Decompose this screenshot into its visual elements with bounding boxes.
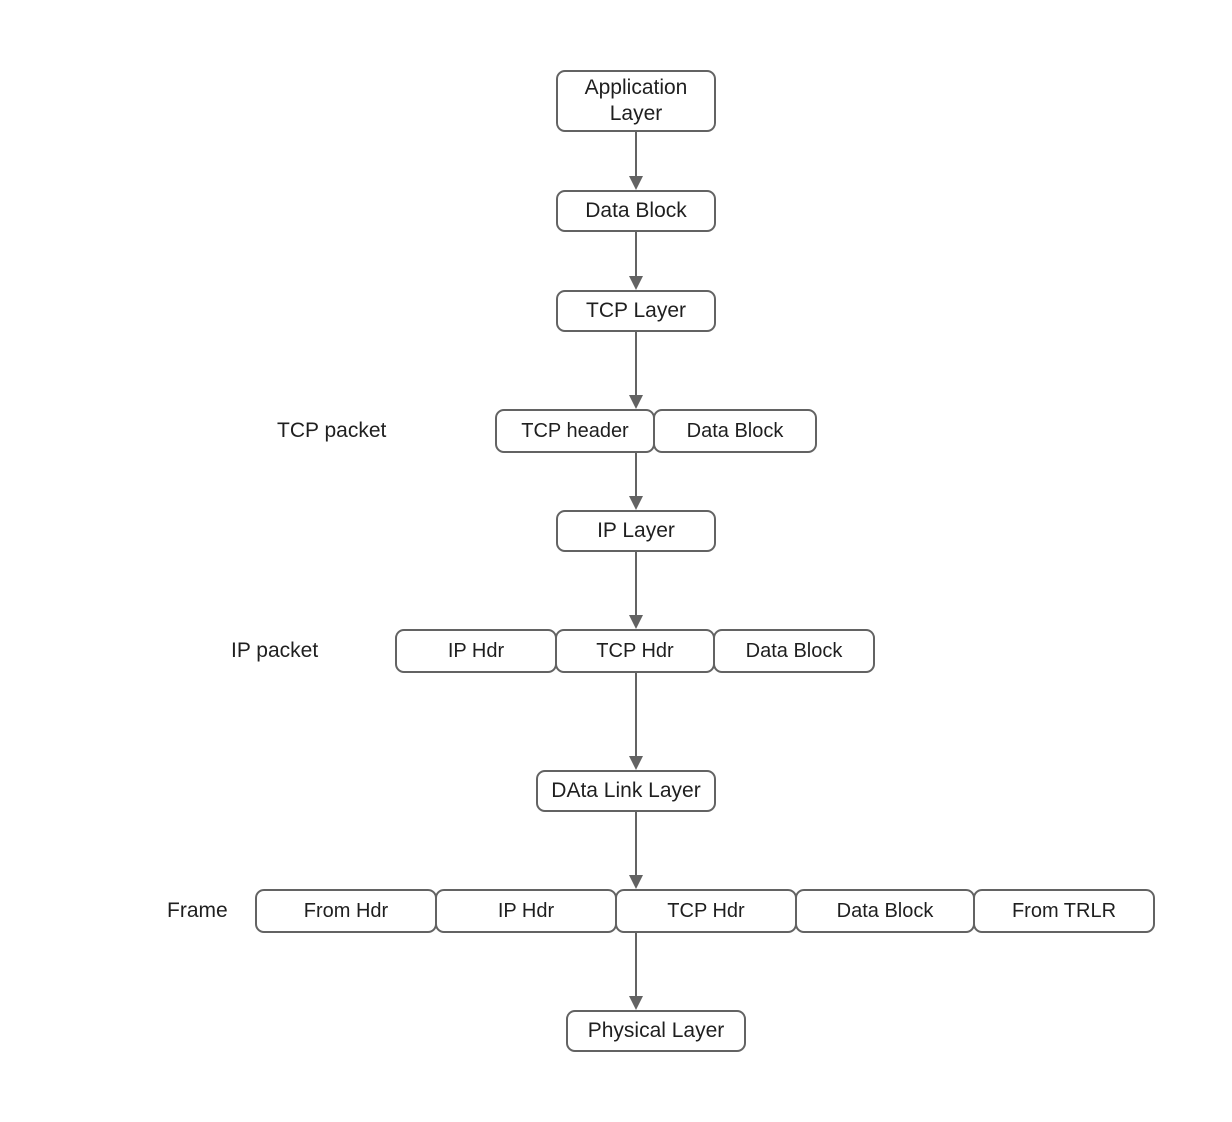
segment-tcp-packet-1: TCP header xyxy=(495,409,655,453)
segment-ip-packet-1: IP Hdr xyxy=(395,629,557,673)
row-caption-ip-packet: IP packet xyxy=(231,639,319,662)
connector-arrow-frame-to-physical xyxy=(629,933,643,1010)
segment-frame-5: From TRLR xyxy=(973,889,1155,933)
segment-frame-4: Data Block xyxy=(795,889,975,933)
segment-ip-packet-2: TCP Hdr xyxy=(555,629,715,673)
node-data-block-node: Data Block xyxy=(556,190,716,232)
segment-frame-2: IP Hdr xyxy=(435,889,617,933)
connector-arrow-tcppacket-to-ip xyxy=(629,453,643,510)
segment-frame-1: From Hdr xyxy=(255,889,437,933)
row-caption-frame: Frame xyxy=(167,899,228,922)
row-caption-tcp-packet: TCP packet xyxy=(277,419,387,442)
connector-arrow-ip-to-ippacket xyxy=(629,552,643,629)
connector-arrow-tcp-to-tcppacket xyxy=(629,332,643,409)
node-data-link-layer: DAta Link Layer xyxy=(536,770,716,812)
segment-tcp-packet-2: Data Block xyxy=(653,409,817,453)
node-application-layer: Application Layer xyxy=(556,70,716,132)
node-ip-layer: IP Layer xyxy=(556,510,716,552)
connector-arrow-datablock-to-tcp xyxy=(629,232,643,290)
connector-arrow-dll-to-frame xyxy=(629,812,643,889)
connector-arrow-ippacket-to-dll xyxy=(629,673,643,770)
node-tcp-layer: TCP Layer xyxy=(556,290,716,332)
connector-arrow-app-to-datablock xyxy=(629,132,643,190)
node-physical-layer: Physical Layer xyxy=(566,1010,746,1052)
segment-ip-packet-3: Data Block xyxy=(713,629,875,673)
segment-frame-3: TCP Hdr xyxy=(615,889,797,933)
